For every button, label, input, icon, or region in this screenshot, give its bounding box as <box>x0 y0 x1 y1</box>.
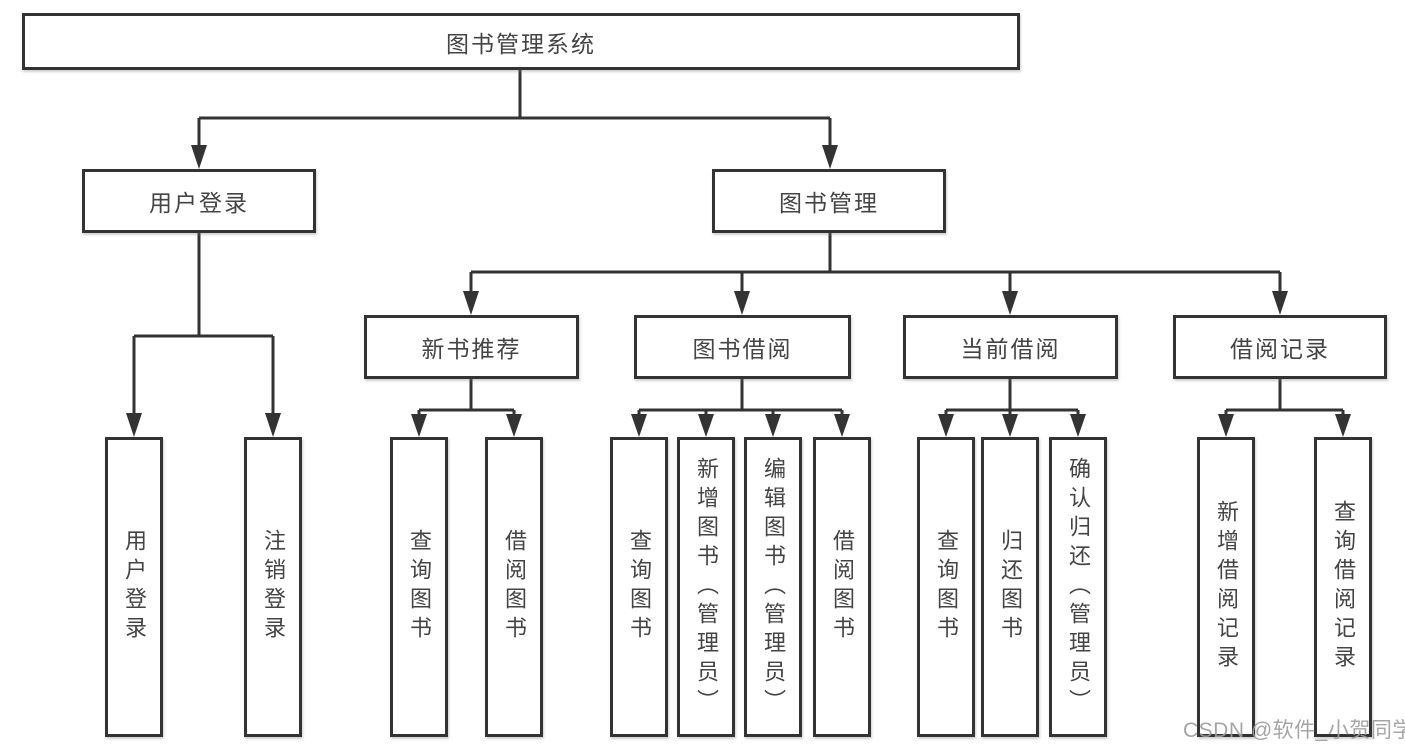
edge-current-borrow-to-leaves <box>938 379 1086 437</box>
node-book-borrow: 图书借阅 <box>634 315 851 379</box>
leaf-br-query-record: 查询借阅记录 <box>1314 437 1372 737</box>
leaf-cb-confirm-return-admin: 确认归还（管理员） <box>1049 437 1107 737</box>
leaf-cb-return-books: 归还图书 <box>981 437 1039 737</box>
node-book-management: 图书管理 <box>712 169 946 233</box>
leaf-bb-borrow-books: 借阅图书 <box>813 437 871 737</box>
node-current-borrow: 当前借阅 <box>903 315 1118 379</box>
edge-book-mgmt-to-level3 <box>463 233 1288 315</box>
edge-new-books-to-leaves <box>411 379 522 437</box>
leaf-bb-query-books: 查询图书 <box>610 437 668 737</box>
leaf-nb-borrow-books: 借阅图书 <box>485 437 543 737</box>
leaf-user-login: 用户登录 <box>105 437 163 737</box>
edge-book-borrow-to-leaves <box>631 379 850 437</box>
leaf-bb-add-books-admin: 新增图书（管理员） <box>677 437 735 737</box>
leaf-logout: 注销登录 <box>244 437 302 737</box>
watermark: CSDN @软件_小贺同学 <box>1183 719 1405 742</box>
leaf-nb-query-books: 查询图书 <box>390 437 448 737</box>
edge-root-to-level2 <box>191 70 838 169</box>
edge-user-login-to-leaves <box>126 233 281 437</box>
node-root-system: 图书管理系统 <box>22 13 1020 70</box>
leaf-bb-edit-books-admin: 编辑图书（管理员） <box>744 437 802 737</box>
node-user-login: 用户登录 <box>82 169 316 233</box>
edge-borrow-records-to-leaves <box>1218 379 1351 437</box>
node-borrow-records: 借阅记录 <box>1173 315 1387 379</box>
node-new-book-recommend: 新书推荐 <box>364 315 579 379</box>
leaf-cb-query-books: 查询图书 <box>917 437 975 737</box>
leaf-br-add-record: 新增借阅记录 <box>1197 437 1255 737</box>
